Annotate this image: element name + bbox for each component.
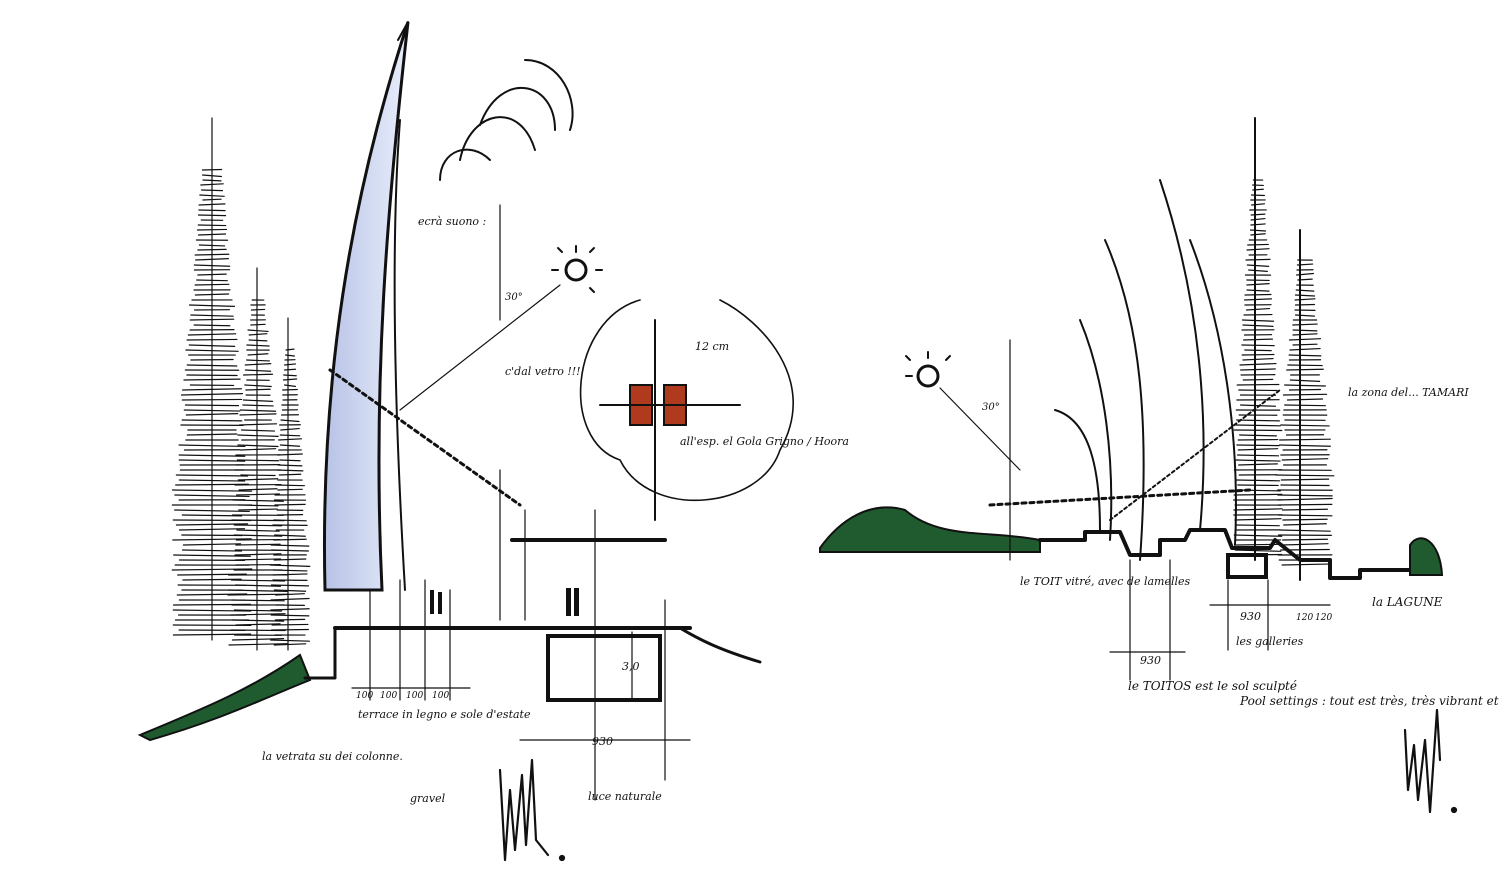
- note-detail: all'esp. el Gola Grigno / Hoora: [680, 435, 849, 448]
- note-suono: ecrà suono :: [418, 215, 486, 228]
- dim-small-right-2: 120: [1315, 613, 1332, 623]
- right-section-drawing: [820, 118, 1442, 680]
- signature-left: [500, 760, 564, 860]
- signature-right: [1405, 710, 1456, 812]
- left-vegetation: [140, 655, 310, 740]
- note-terrace: terrace in legno e sole d'estate: [358, 708, 531, 721]
- dim-12cm: 12 cm: [695, 340, 729, 353]
- dim-small-right-1: 120: [1296, 613, 1313, 623]
- dim-small-2: 100: [380, 691, 397, 701]
- dim-930-right: 930: [1140, 654, 1161, 667]
- human-figures: [430, 588, 579, 616]
- note-laguna: la LAGUNE: [1372, 595, 1443, 609]
- right-sun-icon: [906, 352, 950, 386]
- angle-label-right: 30°: [982, 402, 1000, 413]
- dim-bottom-left: 930: [592, 735, 613, 748]
- dim-930b-right: 930: [1240, 610, 1261, 623]
- note-bottom: Pool settings : tout est très, très vibr…: [1239, 694, 1500, 708]
- dim-small-4: 100: [432, 691, 449, 701]
- detail-bubble: [581, 300, 794, 520]
- dim-small-3: 100: [406, 691, 423, 701]
- cypress-trees: [172, 118, 310, 650]
- dim-height-left: 3,0: [622, 660, 640, 673]
- note-gravel: gravel: [410, 792, 446, 805]
- angle-label-left: 30°: [505, 292, 523, 303]
- right-hatched-trees: [1234, 180, 1334, 565]
- dim-small-1: 100: [356, 691, 373, 701]
- basement-box: [548, 636, 660, 700]
- right-basement-box: [1228, 555, 1266, 577]
- note-vetro: c'dal vetro !!!: [505, 365, 581, 378]
- note-toitos: le TOITOS est le sol sculpté: [1128, 679, 1297, 693]
- right-ground-vegetation: [820, 507, 1040, 552]
- note-light: luce naturale: [588, 790, 662, 803]
- note-galleries: les galleries: [1236, 635, 1304, 648]
- left-section-drawing: [140, 22, 793, 800]
- note-tamarii: la zona del... TAMARI: [1348, 386, 1469, 399]
- note-vetrata: la vetrata su dei colonne.: [262, 750, 403, 763]
- note-toit: le TOIT vitré, avec de lamelles: [1020, 575, 1191, 588]
- sound-waves: [440, 60, 573, 180]
